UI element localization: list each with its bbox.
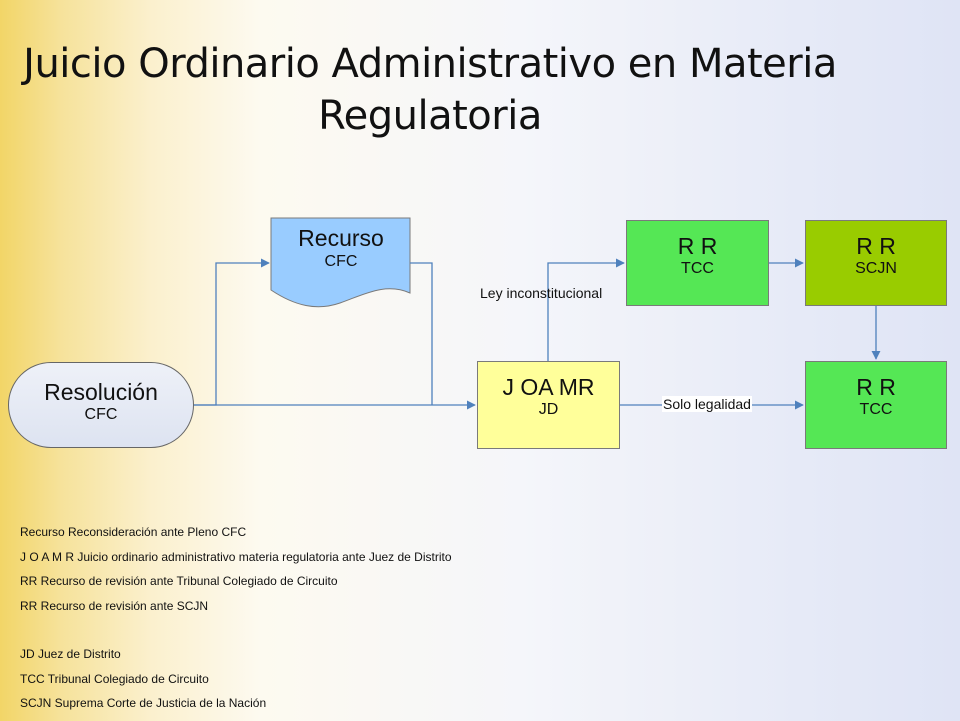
node-resolucion-title: Resolución (44, 379, 158, 405)
legend: Recurso Reconsideración ante Pleno CFC J… (20, 525, 452, 721)
edge-label-ley-inconstitucional: Ley inconstitucional (480, 285, 603, 301)
recurso-document-shape (270, 217, 411, 308)
node-joamr: J OA MR JD (477, 361, 620, 449)
title-line-2: Regulatoria (318, 93, 542, 139)
legend-item: TCC Tribunal Colegiado de Circuito (20, 671, 209, 686)
node-rr-tcc-top-sub: TCC (681, 260, 714, 277)
connector-resolucion-recurso (194, 258, 270, 406)
node-rr-tcc-bottom-title: R R (856, 374, 896, 400)
legend-item: J O A M R Juicio ordinario administrativ… (20, 549, 452, 564)
node-recurso: Recurso CFC (272, 224, 410, 272)
node-rr-tcc-top-title: R R (677, 233, 718, 259)
node-resolucion: Resolución CFC (8, 362, 194, 448)
edge-label-solo-legalidad: Solo legalidad (662, 396, 752, 412)
legend-item: JD Juez de Distrito (20, 647, 121, 661)
legend-item: RR Recurso de revisión ante Tribunal Col… (20, 574, 338, 588)
node-rr-tcc-bottom-sub: TCC (859, 401, 893, 418)
node-joamr-sub: JD (538, 401, 559, 418)
connector-joamr-rrtcc (547, 258, 625, 361)
node-rr-scjn-sub: SCJN (855, 260, 897, 277)
connector-recurso-joamr (410, 262, 433, 405)
node-recurso-title: Recurso (298, 225, 384, 251)
legend-spacer (20, 623, 452, 647)
node-rr-tcc-top: R R TCC (626, 220, 769, 306)
legend-item: Recurso Reconsideración ante Pleno CFC (20, 525, 247, 539)
node-rr-scjn: R R SCJN (805, 220, 947, 306)
node-recurso-sub: CFC (324, 253, 358, 270)
page-title: Juicio Ordinario Administrativo en Mater… (0, 38, 860, 142)
node-joamr-title: J OA MR (502, 374, 595, 400)
node-rr-tcc-bottom: R R TCC (805, 361, 947, 449)
legend-item: SCJN Suprema Corte de Justicia de la Nac… (20, 696, 267, 710)
node-resolucion-sub: CFC (84, 406, 118, 423)
node-rr-scjn-title: R R (856, 233, 896, 259)
legend-item: RR Recurso de revisión ante SCJN (20, 598, 209, 613)
title-line-1: Juicio Ordinario Administrativo en Mater… (23, 41, 837, 87)
